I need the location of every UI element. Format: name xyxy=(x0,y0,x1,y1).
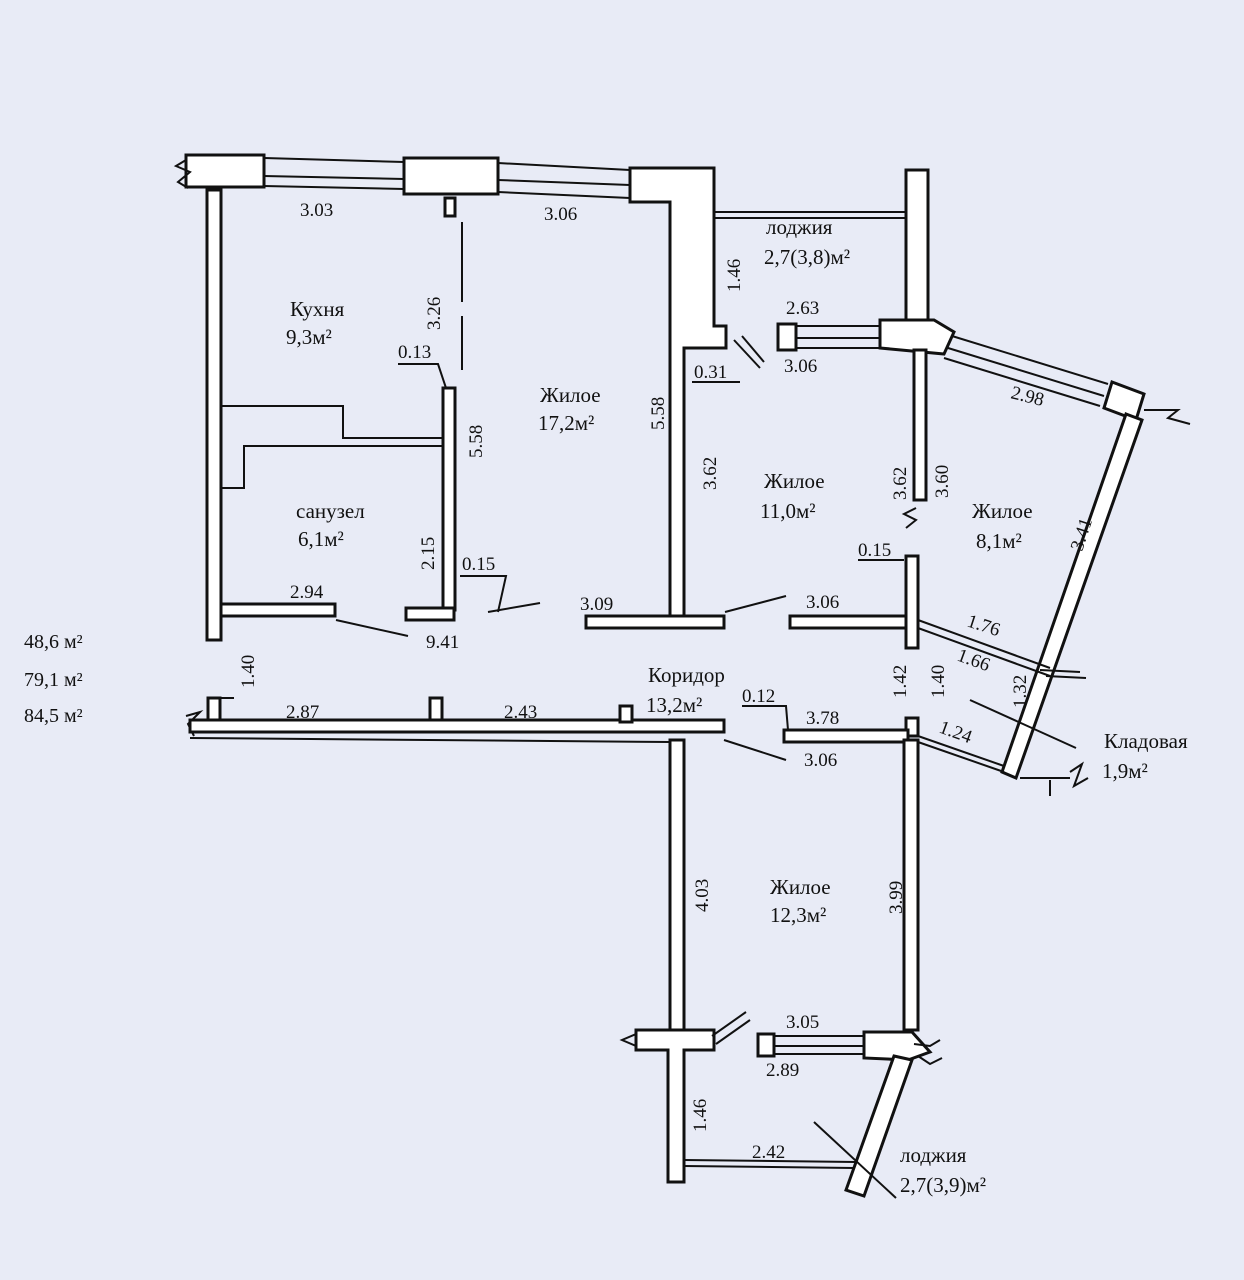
dim-label: 1.42 xyxy=(890,665,911,698)
room-living3: Жилое 8,1м² xyxy=(972,499,1033,553)
dim-label: 3.06 xyxy=(784,356,817,377)
dim-label: 3.06 xyxy=(804,750,837,771)
room-area: 11,0м² xyxy=(760,499,816,523)
dim-label: 3.26 xyxy=(424,297,445,330)
room-living2: Жилое 11,0м² xyxy=(760,469,825,523)
dim-label: 1.32 xyxy=(1010,675,1031,708)
dim-label: 9.41 xyxy=(426,632,459,653)
room-area: 9,3м² xyxy=(286,325,332,349)
room-name: Жилое xyxy=(764,469,825,493)
room-name: Кухня xyxy=(290,297,345,321)
room-area: 8,1м² xyxy=(976,529,1022,553)
dim-label: 2.89 xyxy=(766,1060,799,1081)
room-name: Коридор xyxy=(648,663,725,687)
right-walls xyxy=(901,380,1191,796)
kitchen-walls xyxy=(221,196,463,612)
dim-label: 3.78 xyxy=(806,708,839,729)
center-walls xyxy=(487,166,912,630)
dim-label: 2.43 xyxy=(504,702,537,723)
room-corridor: Коридор 13,2м² xyxy=(646,663,725,717)
dim-label: 1.76 xyxy=(964,611,1002,641)
dim-label: 2.42 xyxy=(752,1142,785,1163)
dim-label: 5.58 xyxy=(466,425,487,458)
room-living1: Жилое 17,2м² xyxy=(538,383,601,435)
dim-label: 2.63 xyxy=(786,298,819,319)
dim-label: 1.46 xyxy=(690,1099,711,1132)
dim-label: 3.99 xyxy=(886,881,907,914)
room-name: Жилое xyxy=(770,875,831,899)
dim-label: 1.66 xyxy=(954,645,992,676)
dim-label: 3.60 xyxy=(932,465,953,498)
room-area: 13,2м² xyxy=(646,693,702,717)
room-area: 2,7(3,9)м² xyxy=(900,1173,986,1197)
total-area-with-loggias: 84,5 м² xyxy=(24,705,83,727)
total-area: 79,1 м² xyxy=(24,669,83,691)
dim-label: 0.13 xyxy=(398,342,431,363)
dim-label: 1.40 xyxy=(928,665,949,698)
total-living-area: 48,6 м² xyxy=(24,631,83,653)
room-area: 2,7(3,8)м² xyxy=(764,245,850,269)
room-name: лоджия xyxy=(766,215,833,239)
corridor-walls xyxy=(185,696,910,761)
dim-label: 3.62 xyxy=(890,467,911,500)
total-areas: 48,6 м² 79,1 м² 84,5 м² xyxy=(24,631,83,727)
room-name: лоджия xyxy=(900,1143,967,1167)
dim-label: 2.94 xyxy=(290,582,324,603)
dim-label: 2.87 xyxy=(286,702,319,723)
living4-walls xyxy=(619,738,943,1199)
room-name: Жилое xyxy=(972,499,1033,523)
room-area: 1,9м² xyxy=(1102,759,1148,783)
bathroom-walls xyxy=(219,445,456,622)
room-name: Кладовая xyxy=(1104,729,1188,753)
room-area: 6,1м² xyxy=(298,527,344,551)
room-name: Жилое xyxy=(540,383,601,407)
room-living4: Жилое 12,3м² xyxy=(770,875,831,927)
dim-label: 0.15 xyxy=(462,554,495,575)
dim-label: 0.31 xyxy=(694,362,727,383)
dim-label: 0.12 xyxy=(742,686,775,707)
dimensions-horizontal: 3.03 3.06 2.63 3.06 0.13 0.31 0.15 0.15 … xyxy=(286,200,891,1163)
dim-label: 3.09 xyxy=(580,594,613,615)
dim-label: 3.06 xyxy=(544,204,577,225)
dim-label: 3.06 xyxy=(806,592,839,613)
room-storage: Кладовая 1,9м² xyxy=(1102,729,1188,783)
dim-label: 4.03 xyxy=(692,879,713,912)
room-kitchen: Кухня 9,3м² xyxy=(286,297,345,349)
room-loggia-top: лоджия 2,7(3,8)м² xyxy=(764,215,850,269)
dim-label: 2.15 xyxy=(418,537,439,570)
dim-label: 3.03 xyxy=(300,200,333,221)
dim-label: 1.46 xyxy=(724,259,745,292)
room-area: 17,2м² xyxy=(538,411,594,435)
dim-label: 5.58 xyxy=(648,397,669,430)
dim-label: 0.15 xyxy=(858,540,891,561)
leader-lines xyxy=(220,363,904,731)
room-loggia-bottom: лоджия 2,7(3,9)м² xyxy=(900,1143,986,1197)
left-outer-wall xyxy=(205,188,223,642)
room-name: санузел xyxy=(296,499,365,523)
dimensions-rotated: 1.46 3.26 5.58 5.58 3.62 3.62 3.60 2.98 … xyxy=(238,259,1097,1132)
dim-label: 3.62 xyxy=(700,457,721,490)
dim-label: 1.40 xyxy=(238,655,259,688)
room-area: 12,3м² xyxy=(770,903,826,927)
room-bathroom: санузел 6,1м² xyxy=(296,499,365,551)
dim-label: 3.05 xyxy=(786,1012,819,1033)
loggia-top-walls xyxy=(714,168,1109,502)
